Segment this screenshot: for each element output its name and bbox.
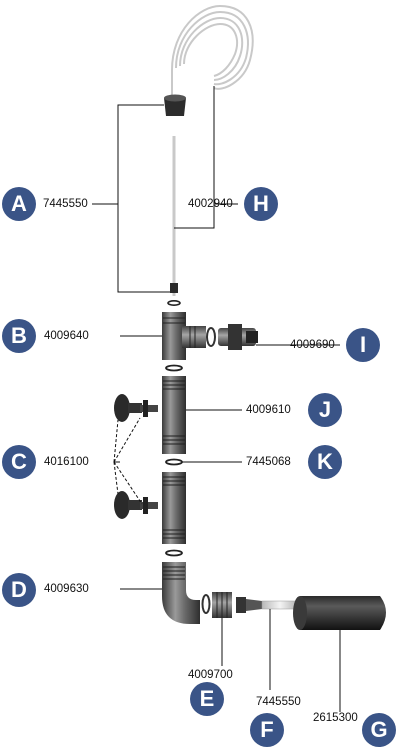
part-number-b: 4009640 <box>44 330 89 342</box>
part-number-d: 4009630 <box>44 583 89 595</box>
drain-valve-upper <box>114 394 158 422</box>
barb-adapter <box>218 324 258 350</box>
drain-valve-lower <box>114 491 158 519</box>
callout-badge-i: I <box>346 328 380 362</box>
column-lower <box>162 472 186 544</box>
callout-badge-k: K <box>308 445 342 479</box>
callout-badge-b: B <box>2 319 36 353</box>
o-ring <box>165 549 183 557</box>
callout-badge-c: C <box>2 445 36 479</box>
part-number-h: 4002940 <box>188 198 233 210</box>
tee-fitting <box>162 312 216 360</box>
o-ring <box>201 594 211 614</box>
part-number-f: 7445550 <box>256 696 301 708</box>
part-number-i: 4009690 <box>290 339 335 351</box>
barb-connector <box>236 597 262 613</box>
callout-badge-e: E <box>190 682 224 716</box>
leader-lines <box>92 86 341 712</box>
elbow-fitting <box>162 562 200 624</box>
callout-badge-a: A <box>2 187 36 221</box>
column-upper <box>162 376 186 454</box>
check-valve-cap <box>164 94 186 116</box>
tube-segment <box>261 600 299 610</box>
callout-badge-j: J <box>308 393 342 427</box>
callout-badge-d: D <box>2 573 36 607</box>
callout-badge-g: G <box>362 713 396 747</box>
callout-badge-h: H <box>244 187 278 221</box>
part-number-e: 4009700 <box>188 669 233 681</box>
coiled-tubing <box>171 4 254 296</box>
weight-cylinder <box>293 596 386 630</box>
part-number-j: 4009610 <box>246 404 291 416</box>
o-ring <box>165 458 183 466</box>
part-number-c: 4016100 <box>44 456 89 468</box>
nut-fitting <box>212 592 232 618</box>
part-number-g: 2615300 <box>313 712 358 724</box>
small-fitting <box>167 283 181 306</box>
part-number-a: 7445550 <box>43 198 88 210</box>
o-ring <box>165 364 183 372</box>
callout-badge-f: F <box>250 713 284 747</box>
part-number-k: 7445068 <box>246 456 291 468</box>
